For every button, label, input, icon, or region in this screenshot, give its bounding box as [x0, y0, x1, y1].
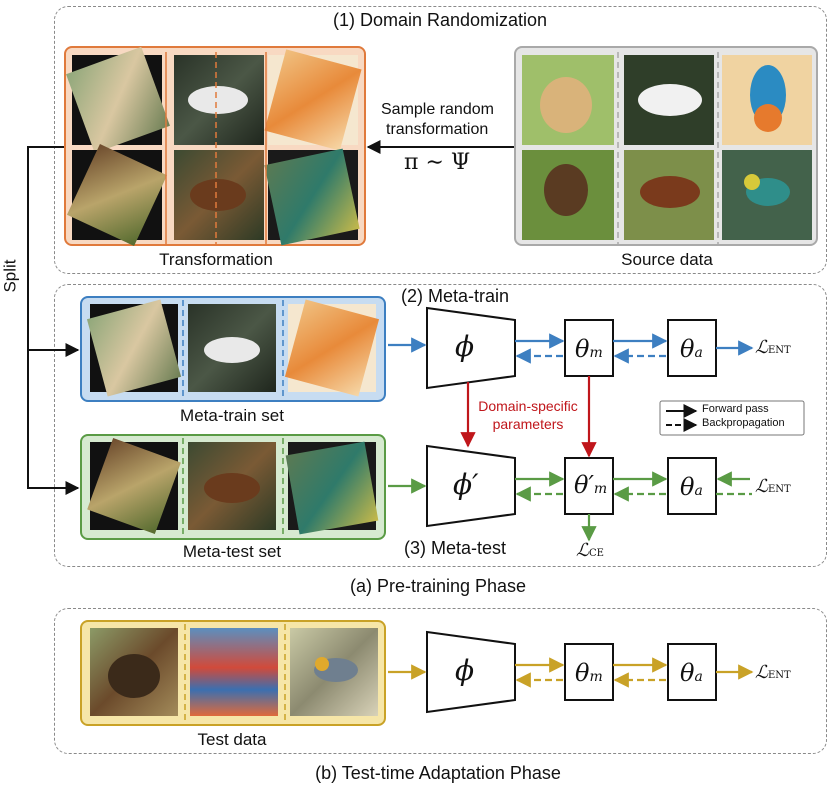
theta-m-symbol-tta: θm [575, 659, 603, 687]
tta-phase-title: (b) Test-time Adaptation Phase [315, 763, 561, 783]
tta-region [54, 608, 827, 754]
theta-a-symbol-tta: θa [680, 659, 703, 687]
phi-symbol-tta: ϕ [455, 654, 475, 687]
theta-a-sub: a [694, 345, 703, 361]
dog-photo-icon [66, 46, 170, 154]
legend-forward-label: Forward pass [702, 403, 769, 415]
loss-l-3: ℒ [576, 540, 589, 561]
theta-m-main: θ [575, 335, 590, 363]
theta-a-main-tta: θ [680, 659, 695, 687]
theta-m-symbol: θm [575, 335, 603, 363]
test-data-images [90, 624, 378, 722]
theta-m-sub-tta: m [589, 669, 603, 685]
source-data-label: Source data [621, 250, 713, 269]
theta-m-sub: m [589, 345, 603, 361]
loss-ce: ℒCE [576, 540, 604, 561]
loss-ent-sub-2: ENT [767, 484, 791, 495]
theta-m-main-tta: θ [575, 659, 590, 687]
split-label: Split [0, 259, 20, 293]
tta-arrows [388, 657, 754, 688]
phi-prime-symbol: ϕ′ [453, 468, 479, 501]
meta-train-arrows [388, 333, 754, 364]
meta-test-arrows [388, 471, 752, 542]
theta-m-box-tta [564, 643, 614, 701]
section-title-meta-test: (3) Meta-test [403, 538, 507, 558]
theta-m-prime-symbol: θ′m [574, 471, 607, 499]
theta-m-box [564, 319, 614, 377]
meta-test-images [87, 437, 379, 536]
split-arrows [27, 146, 80, 495]
pretraining-region [54, 284, 827, 567]
legend [659, 400, 805, 436]
transformation-text: transformation [386, 121, 489, 138]
transformation-images [66, 46, 362, 246]
loss-ent-test: ℒENT [755, 476, 791, 497]
theta-a-main-2: θ [680, 473, 695, 501]
theta-a-box [667, 319, 717, 377]
phi-prime-encoder [426, 444, 516, 528]
loss-ce-sub: CE [588, 548, 604, 559]
meta-train-set-label: Meta-train set [180, 406, 284, 425]
meta-test-set-label: Meta-test set [182, 542, 282, 561]
test-data-label: Test data [197, 730, 267, 749]
loss-l-2: ℒ [755, 476, 768, 497]
meta-train-images [86, 299, 380, 398]
sample-random-text: Sample random [381, 101, 494, 118]
loss-ent-tta: ℒENT [755, 662, 791, 683]
pretraining-phase-title: (a) Pre-training Phase [349, 576, 527, 596]
theta-m-prime-sub: m [593, 481, 608, 497]
loss-l-1: ℒ [755, 337, 768, 358]
theta-a-main: θ [680, 335, 695, 363]
transformation-label: Transformation [159, 250, 273, 269]
theta-a-symbol: θa [680, 335, 703, 363]
section-title-meta-train: (2) Meta-train [400, 286, 510, 306]
legend-backprop-label: Backpropagation [702, 417, 785, 429]
section-title-domain-randomization: (1) Domain Randomization [332, 10, 548, 30]
theta-a-sub-2: a [694, 483, 703, 499]
theta-a-box-tta [667, 643, 717, 701]
source-data-images [522, 52, 812, 244]
domain-specific-text-2: parameters [492, 416, 564, 432]
phi-encoder [426, 306, 516, 390]
theta-a-symbol-2: θa [680, 473, 703, 501]
theta-m-prime-box [564, 457, 614, 515]
bird-photo-icon [264, 49, 362, 151]
domain-randomization-region [54, 6, 827, 274]
theta-a-sub-tta: a [694, 669, 703, 685]
loss-ent-train: ℒENT [755, 337, 791, 358]
phi-encoder-tta [426, 630, 516, 714]
loss-ent-sub-1: ENT [767, 345, 791, 356]
theta-m-prime-main: θ′ [574, 471, 594, 499]
domain-specific-arrows [460, 376, 597, 458]
phi-symbol: ϕ [455, 330, 475, 363]
loss-l-4: ℒ [755, 662, 768, 683]
domain-specific-text-1: Domain-specific [478, 398, 578, 414]
loss-ent-sub-4: ENT [767, 670, 791, 681]
pi-formula: π ∼ Ψ [404, 150, 471, 175]
theta-a-box-2 [667, 457, 717, 515]
